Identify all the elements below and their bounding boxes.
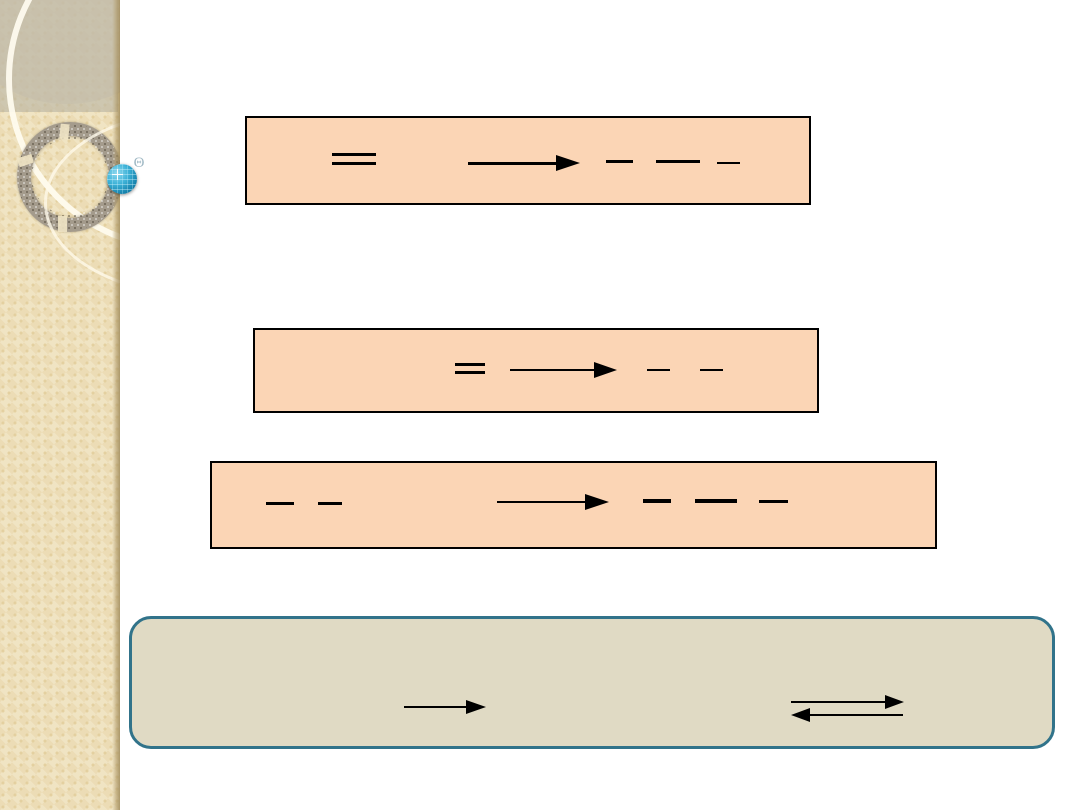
arrow-head (585, 494, 609, 510)
forward-arrow (404, 700, 492, 714)
dash-3 (643, 499, 671, 503)
equals-bottom-rule (332, 162, 376, 165)
reaction-box-2 (253, 328, 819, 413)
summary-box (129, 616, 1055, 749)
equals-top-rule (455, 363, 485, 366)
reaction-arrow (497, 494, 612, 510)
arrow-shaft (497, 501, 589, 503)
dash-1 (647, 369, 670, 371)
equilibrium-bottom-shaft (805, 714, 903, 716)
dash-2 (700, 369, 723, 371)
equilibrium-bottom-head (791, 708, 810, 722)
reaction-box-1 (245, 116, 811, 205)
reaction-arrow (510, 362, 620, 378)
equals-sign (455, 363, 485, 374)
arrow-head (556, 155, 580, 171)
arrow-shaft (468, 162, 560, 165)
arrow-shaft (510, 369, 598, 371)
arrow-head (466, 700, 486, 714)
arrow-head (594, 362, 617, 378)
dash-2 (318, 502, 342, 505)
arrow-shaft (404, 706, 470, 708)
theta-symbol-icon: Θ (133, 155, 145, 171)
globe-sparkle (112, 169, 123, 180)
reaction-arrow (468, 155, 580, 171)
dash-1 (606, 160, 633, 163)
globe-icon (107, 164, 137, 194)
dash-3 (717, 162, 740, 164)
equals-sign (332, 153, 376, 165)
decorative-sidebar (0, 0, 120, 810)
dash-2 (656, 160, 700, 163)
sidebar-right-edge-shadow (112, 0, 120, 810)
equals-top-rule (332, 153, 376, 156)
dash-5 (759, 500, 788, 503)
equals-bottom-rule (455, 371, 485, 374)
dash-1 (266, 502, 294, 505)
equilibrium-top-shaft (791, 701, 889, 703)
reaction-box-3 (210, 461, 937, 549)
dash-4 (695, 499, 737, 503)
sidebar-ring-highlight-1 (59, 123, 70, 140)
equilibrium-arrow (791, 692, 911, 722)
equilibrium-top-head (885, 695, 904, 709)
